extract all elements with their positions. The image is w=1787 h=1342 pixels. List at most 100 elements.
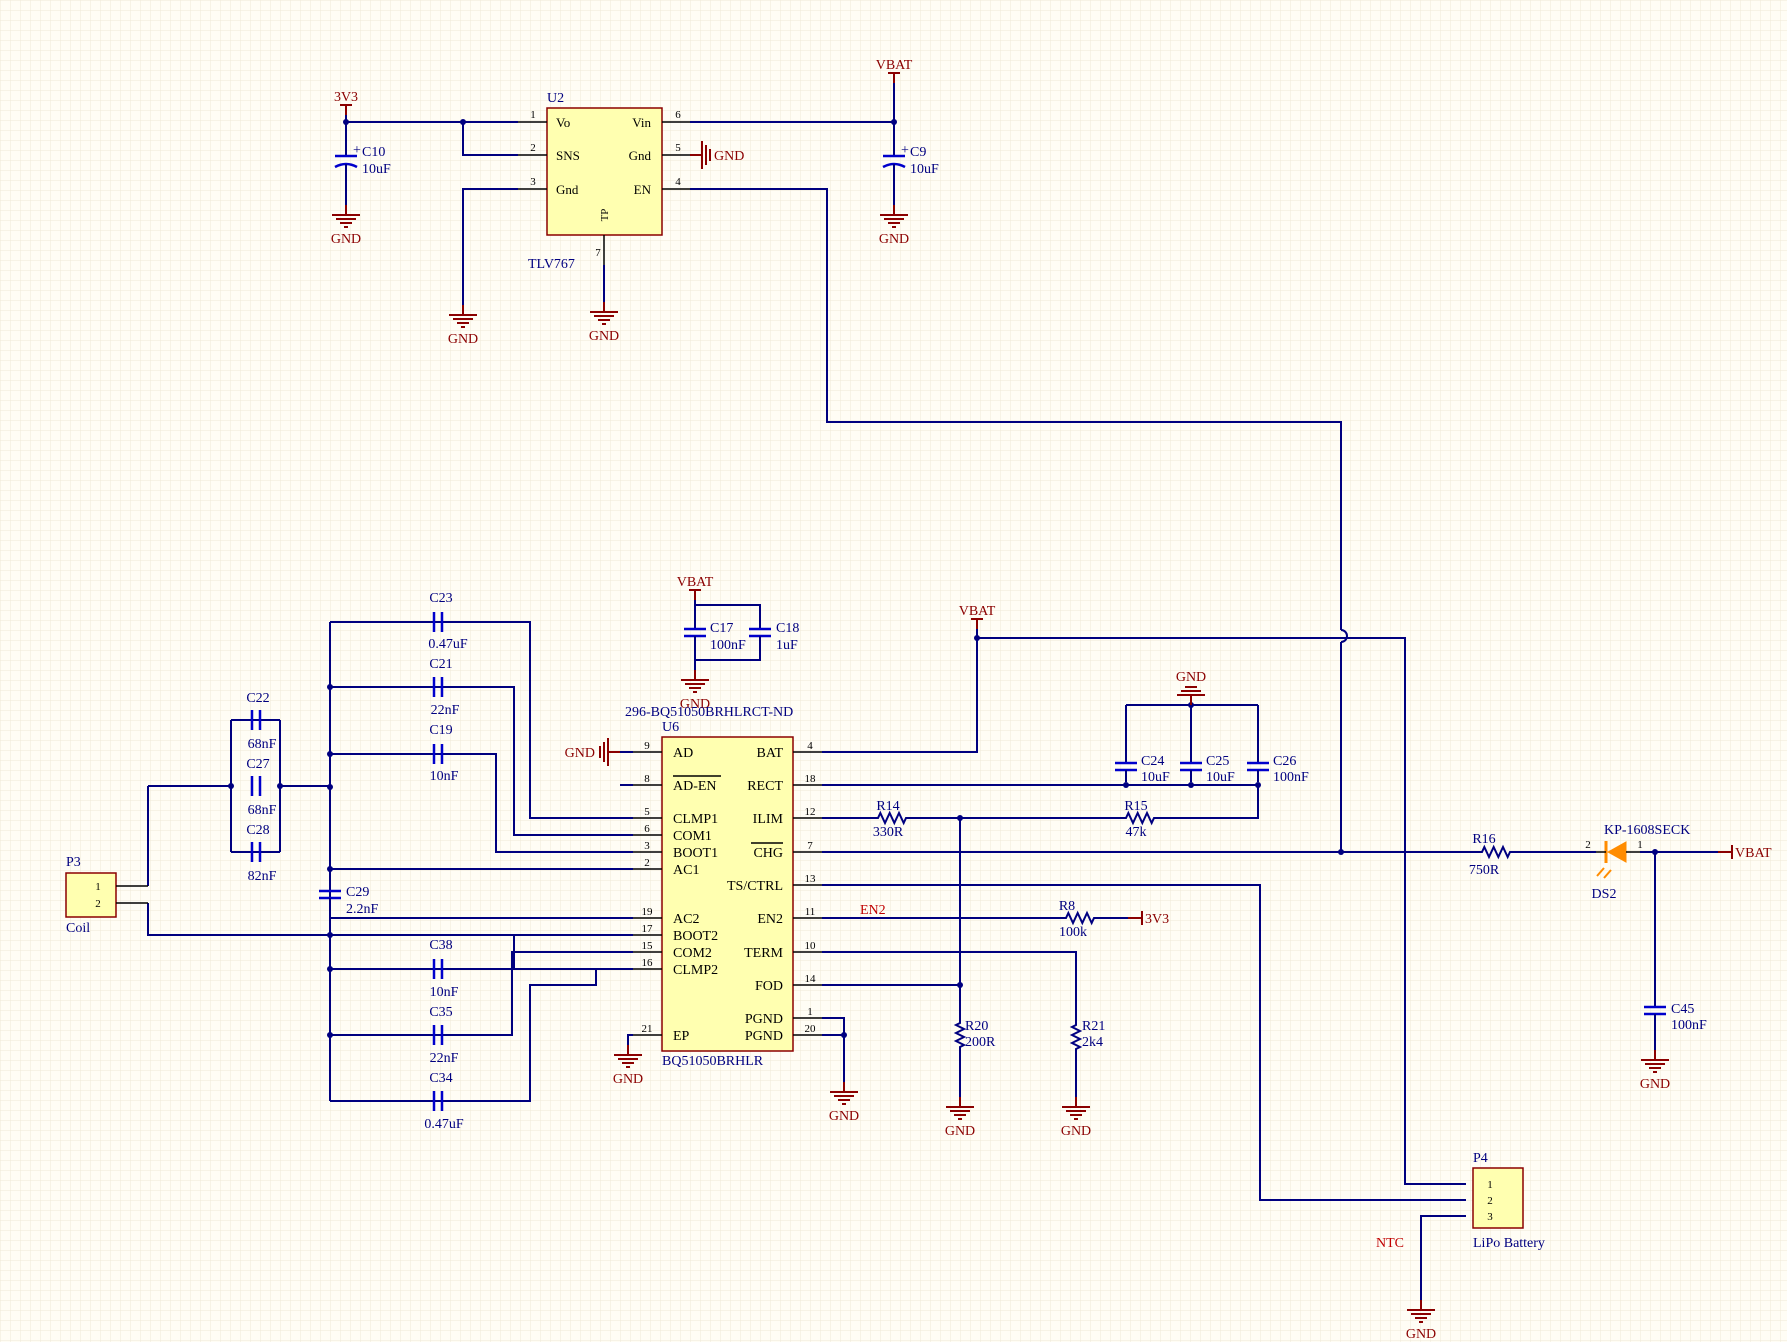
capacitor-ref: C26: [1273, 754, 1296, 769]
resistor-value: 750R: [1469, 863, 1500, 878]
u6-pin-name: FOD: [755, 979, 783, 994]
wire: [1160, 785, 1259, 819]
capacitor-value: 2.2nF: [346, 902, 379, 917]
capacitor-c27: [250, 776, 262, 796]
u6-pin-name: TERM: [744, 946, 783, 961]
resistor-value: 100k: [1059, 925, 1087, 940]
wire-c23: [330, 621, 633, 819]
u2-pin-name: Gnd: [629, 148, 652, 163]
gnd-label: GND: [879, 232, 909, 247]
capacitor-c21: [432, 677, 444, 697]
polarity-mark: +: [901, 143, 909, 158]
led-pin-number: 1: [1637, 839, 1643, 851]
led-value: KP-1608SECK: [1604, 823, 1690, 838]
gnd-label: GND: [945, 1124, 975, 1139]
power-port: VBAT: [959, 604, 996, 629]
resistor-value: 200R: [965, 1035, 996, 1050]
u2-pin-number: 2: [530, 142, 536, 154]
net-label-ntc: NTC: [1376, 1236, 1404, 1251]
u2-pin-number: 3: [530, 176, 536, 188]
u6-pin-name: COM2: [673, 946, 712, 961]
labels: U2TLV767C1010uFC910uFU6296-BQ51050BRHLRC…: [66, 91, 1707, 1251]
p4-value: LiPo Battery: [1473, 1236, 1545, 1251]
capacitor-ref: C18: [776, 621, 799, 636]
capacitor-c9: +: [882, 143, 909, 175]
resistor-value: 2k4: [1082, 1035, 1103, 1050]
wire-ts-ctrl: [822, 884, 1466, 1201]
wire: [694, 600, 761, 625]
u6-pin-name: AD-EN: [673, 779, 717, 794]
resistor-value: 47k: [1126, 825, 1147, 840]
power-label: VBAT: [876, 58, 913, 73]
u2-pin-name: Gnd: [556, 182, 579, 197]
capacitor-ref: C34: [429, 1071, 452, 1086]
u2-pin-name: Vo: [556, 115, 570, 130]
capacitor-c35: [432, 1025, 444, 1045]
gnd-symbol: GND: [690, 141, 744, 169]
u6-pin-name: BOOT2: [673, 929, 718, 944]
capacitor-c34: [432, 1091, 444, 1111]
capacitor-c23: [432, 612, 444, 632]
wire: [627, 1034, 633, 1045]
capacitor-ref: C17: [710, 621, 733, 636]
u6-part-number: 296-BQ51050BRHLRCT-ND: [625, 705, 793, 720]
u6-pin-number: 7: [807, 840, 813, 852]
p3-pin-number: 2: [95, 898, 101, 910]
p4-pin-number: 1: [1487, 1179, 1493, 1191]
gnd-label: GND: [829, 1109, 859, 1124]
capacitor-value: 0.47uF: [424, 1117, 464, 1132]
u6-pin-name: COM1: [673, 829, 712, 844]
capacitor-c29: [319, 880, 341, 910]
junction-dot: [277, 783, 283, 789]
junction-dot: [327, 684, 333, 690]
resistor-ref: R16: [1472, 832, 1495, 847]
gnd-symbol: GND: [829, 1082, 859, 1124]
u6-pin-name: RECT: [747, 779, 783, 794]
capacitor-c18: [749, 618, 771, 648]
wire-u2-gnd3: [462, 188, 518, 305]
wire-boot2: [513, 934, 633, 969]
power-label: 3V3: [1145, 912, 1169, 927]
junction-dot: [228, 783, 234, 789]
u6-pin-number: 17: [642, 923, 654, 935]
gnd-symbol: GND: [331, 205, 361, 247]
gnd-label: GND: [331, 232, 361, 247]
resistor-r8: [1060, 910, 1100, 926]
u6-pin-number: 5: [644, 806, 650, 818]
u6-pin-name: BOOT1: [673, 846, 718, 861]
capacitor-ref: C23: [429, 591, 452, 606]
wire-ntc: [1420, 1215, 1466, 1300]
u6-pin-name: AC1: [673, 863, 699, 878]
u6-pin-name: PGND: [745, 1012, 783, 1027]
capacitor-value: 0.47uF: [428, 637, 468, 652]
resistor-ref: R21: [1082, 1019, 1105, 1034]
capacitor-value: 68nF: [248, 737, 277, 752]
u6-pin-number: 9: [644, 740, 650, 752]
wire-bat: [822, 629, 978, 753]
p3-value: Coil: [66, 921, 90, 936]
u6-pin-number: 6: [644, 823, 650, 835]
net-label-en2: EN2: [860, 903, 886, 918]
capacitor-value: 10uF: [1141, 770, 1170, 785]
u6-pin-number: 2: [644, 857, 650, 869]
u6-pin-number: 1: [807, 1006, 813, 1018]
junction-dot: [327, 866, 333, 872]
gnd-symbol: GND: [680, 670, 710, 712]
gnd-symbol: GND: [1406, 1300, 1436, 1342]
capacitor-c19: [432, 744, 444, 764]
junction-dot: [343, 119, 349, 125]
capacitor-value: 82nF: [248, 869, 277, 884]
wires: [147, 83, 1718, 1300]
wire-c34: [330, 969, 597, 1102]
capacitor-value: 100nF: [710, 638, 746, 653]
capacitor-ref: C35: [429, 1005, 452, 1020]
p4-pin-number: 2: [1487, 1195, 1493, 1207]
gnd-label: GND: [1406, 1327, 1436, 1342]
p3-body: [65, 872, 117, 918]
capacitor-c45: [1644, 996, 1666, 1026]
u2-pin-name: SNS: [556, 148, 580, 163]
u6-pin-name: CHG: [753, 846, 783, 861]
polarity-mark: +: [353, 143, 361, 158]
power-port: 3V3: [1128, 911, 1169, 927]
gnd-symbol: GND: [565, 738, 620, 766]
